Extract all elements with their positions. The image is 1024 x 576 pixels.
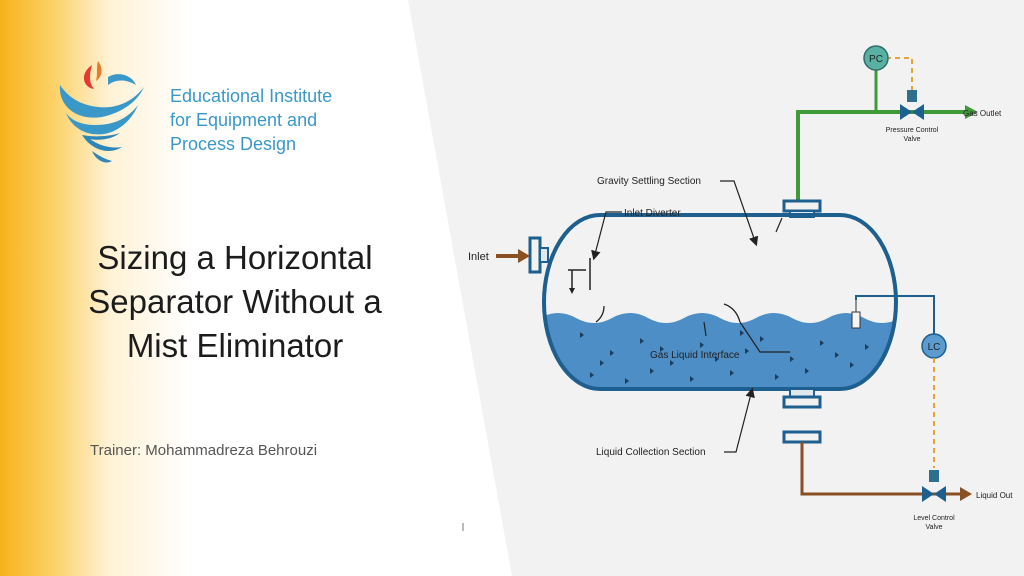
institute-line-3: Process Design [170, 134, 297, 154]
institute-name: Educational Institute for Equipment and … [170, 84, 332, 156]
slide-title: Sizing a Horizontal Separator Without a … [40, 236, 430, 368]
gas-outlet-line [796, 70, 978, 200]
pcv-label-line-2: Valve [904, 136, 921, 143]
inlet-diverter-icon [568, 258, 591, 294]
liquid-region [544, 313, 896, 389]
inlet-label: Inlet [468, 251, 489, 263]
liquid-collection-label: Liquid Collection Section [596, 447, 706, 458]
lc-label: LC [928, 342, 941, 353]
institute-line-2: for Equipment and [170, 110, 318, 130]
title-line-2: Separator Without a [88, 283, 382, 320]
slide-marker [462, 523, 464, 531]
bottom-nozzle [782, 388, 822, 444]
lcv-label-line-2: Valve [926, 524, 943, 531]
institute-line-1: Educational Institute [170, 86, 333, 106]
lc-controller: LC [921, 333, 947, 359]
level-float-icon [851, 295, 900, 329]
pressure-control-valve-icon [900, 90, 924, 120]
pc-label: PC [869, 54, 883, 65]
gravity-settling-label: Gravity Settling Section [597, 176, 701, 187]
vessel-shell [542, 213, 898, 391]
pcv-label-line-1: Pressure Control [886, 127, 939, 134]
institute-logo-icon [59, 61, 145, 163]
lcv-label-line-1: Level Control [913, 515, 955, 522]
gas-outlet-label: Gas Outlet [963, 109, 1002, 118]
lc-line [900, 295, 935, 334]
separator-diagram: PC Gas Outlet Pressure Control Valve [468, 45, 1013, 531]
level-control-valve-icon [922, 470, 946, 502]
liquid-out-label: Liquid Out [976, 491, 1013, 500]
trainer-name: Trainer: Mohammadreza Behrouzi [90, 442, 318, 459]
title-line-3: Mist Eliminator [126, 327, 344, 364]
pc-controller: PC [863, 45, 889, 71]
title-line-1: Sizing a Horizontal [97, 239, 373, 276]
inlet-diverter-label: Inlet Diverter [624, 208, 681, 219]
liquid-out-line [800, 442, 962, 496]
gas-liquid-interface-label: Gas Liquid Interface [650, 350, 740, 361]
inlet-nozzle [528, 236, 549, 274]
